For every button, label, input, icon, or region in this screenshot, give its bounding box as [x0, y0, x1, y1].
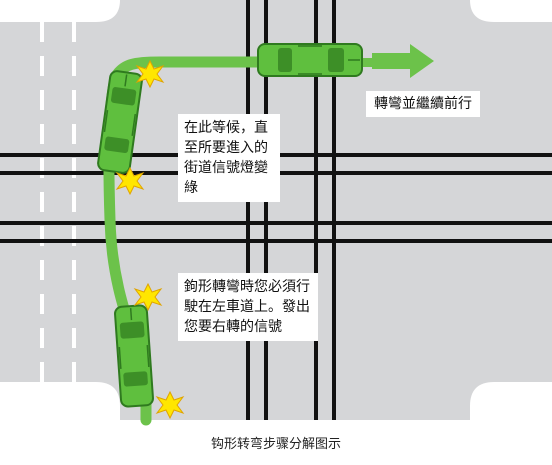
- hook-turn-instruction-label: 鉤形轉彎時您必須行駛在左車道上。發出您要右轉的信號: [178, 273, 318, 341]
- signal-flash-icon: [133, 282, 163, 312]
- car-icon: [97, 70, 143, 174]
- corner-bottom-left: [0, 382, 120, 430]
- wait-instruction-label: 在此等候，直至所要進入的街道信號燈變綠: [178, 114, 280, 202]
- continue-instruction-label: 轉彎並繼續前行: [366, 91, 480, 117]
- corner-top-left: [0, 0, 120, 22]
- signal-flash-icon: [115, 166, 145, 196]
- car-icon: [114, 304, 154, 408]
- caption-background: [0, 420, 552, 465]
- corner-top-right: [470, 0, 552, 22]
- corner-bottom-right: [470, 382, 552, 430]
- signal-flash-icon: [155, 390, 185, 420]
- horizontal-tram-tracks: [0, 153, 552, 243]
- figure-caption: 钩形转弯步骤分解图示: [210, 437, 341, 452]
- arrow-right-icon: [372, 44, 434, 78]
- car-icon: [257, 43, 363, 77]
- signal-flash-icon: [135, 59, 165, 89]
